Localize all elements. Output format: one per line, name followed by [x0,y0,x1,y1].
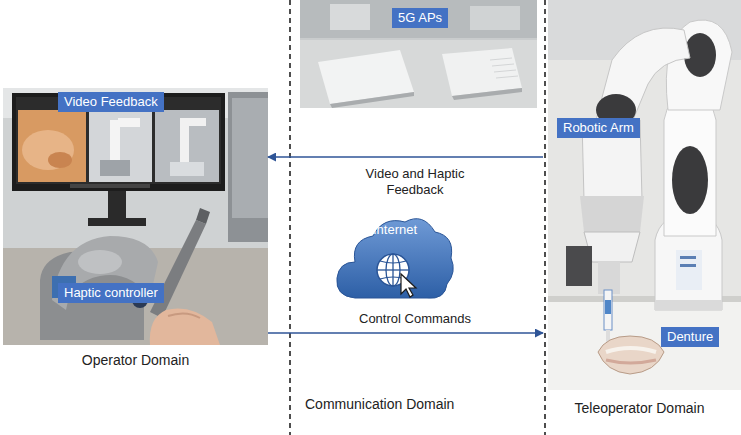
flow-arrow [268,156,543,158]
access-point-photo [300,0,537,108]
heading-holder: Operator Domain [3,352,268,368]
tag-text: 5G APs [398,10,442,25]
tag-text: Robotic Arm [563,120,634,135]
tag-text: Denture [667,329,713,344]
heading-holder: Teleoperator Domain [543,400,736,416]
photo-tag: 5G APs [392,8,448,28]
tag-text: Video Feedback [64,94,158,109]
edge-label: Video and Haptic Feedback [347,166,483,198]
domain-panel: Teleoperator Domain Robotic ArmDenture [543,0,736,428]
operator-photo [3,88,268,345]
photo-tag: Denture [661,327,719,347]
internet-cloud: Internet [333,210,457,306]
cloud-text: Internet [373,222,417,237]
domain-panel: Operator Domain Video FeedbackHaptic cont… [3,88,268,375]
photo-tag: Robotic Arm [557,118,640,138]
photo-tag: Video Feedback [58,92,164,112]
domain-heading: Teleoperator Domain [575,400,705,416]
teleoperator-photo [548,0,741,390]
domain-heading: Operator Domain [82,352,189,368]
domain-separator [544,0,546,435]
flow-arrow [268,332,543,334]
photo-tag: Haptic controller [58,283,164,303]
cloud-text-holder: Internet [333,222,457,237]
domain-label: Communication Domain [305,396,454,412]
edge-label: Control Commands [356,311,474,327]
domain-separator [289,0,291,435]
tag-text: Haptic controller [64,285,158,300]
